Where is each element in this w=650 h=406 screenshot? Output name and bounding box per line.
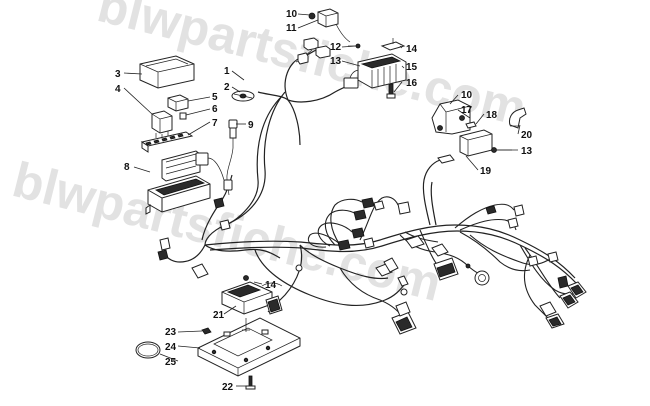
- callout-14-lower: 14: [265, 280, 277, 291]
- screw: [245, 375, 256, 390]
- callout-16: 16: [406, 78, 418, 89]
- relay: [151, 110, 173, 139]
- harness-branch: [454, 203, 515, 229]
- mini-relay: [167, 94, 189, 112]
- callout-1: 1: [224, 66, 230, 77]
- harness-branch: [204, 91, 286, 246]
- harness-branch: [422, 159, 441, 226]
- harness-branch: [317, 222, 353, 247]
- callout-23: 23: [165, 327, 177, 338]
- harness-branch: [524, 247, 561, 299]
- upper-connector-group: [295, 8, 407, 99]
- callout-2: 2: [224, 82, 230, 93]
- callout-21: 21: [213, 310, 225, 321]
- callout-14: 14: [406, 44, 418, 55]
- callout-22: 22: [222, 382, 234, 393]
- callout-24: 24: [165, 342, 177, 353]
- harness-trunk: [209, 230, 578, 285]
- harness-branch: [324, 209, 357, 246]
- callout-4: 4: [115, 84, 121, 95]
- harness-branch: [430, 181, 437, 226]
- callout-5: 5: [212, 92, 218, 103]
- callout-10: 10: [286, 9, 298, 20]
- harness-branch: [219, 95, 283, 229]
- callout-17: 17: [461, 105, 473, 116]
- callout-18: 18: [486, 110, 498, 121]
- harness-branch: [359, 196, 399, 241]
- fuse-block: [145, 150, 211, 215]
- callout-8: 8: [124, 162, 130, 173]
- fuse-box-cover: [139, 55, 195, 89]
- harness-branch: [330, 198, 363, 246]
- callout-6: 6: [212, 104, 218, 115]
- callout-19: 19: [480, 166, 492, 177]
- right-connector-cluster: [485, 204, 587, 329]
- center-connector-cluster: [295, 197, 490, 296]
- harness-branch: [459, 231, 531, 272]
- band-ring: [135, 341, 161, 359]
- callout-13-right: 13: [521, 146, 533, 157]
- harness-branch: [307, 232, 341, 248]
- fuse: [179, 112, 187, 120]
- harness-clamp: [231, 90, 255, 102]
- lower-center-connector: [383, 257, 417, 335]
- callout-10-right: 10: [461, 90, 473, 101]
- mounting-plate: [197, 317, 301, 377]
- callout-15: 15: [406, 62, 418, 73]
- callout-20: 20: [521, 130, 533, 141]
- right-bracket-group: [431, 99, 527, 164]
- harness-branch: [469, 234, 553, 266]
- harness-trunk: [204, 224, 576, 279]
- leader-lines: [123, 13, 521, 387]
- callout-12: 12: [330, 42, 342, 53]
- callout-25: 25: [165, 357, 177, 368]
- callout-3: 3: [115, 69, 121, 80]
- fuse-strip: [140, 131, 194, 153]
- callout-13: 13: [330, 56, 342, 67]
- pressure-switch: [195, 119, 238, 196]
- nut: [201, 327, 212, 335]
- left-connector-cluster: [157, 197, 231, 279]
- harness-branch: [254, 249, 405, 306]
- callout-7: 7: [212, 118, 218, 129]
- callout-11: 11: [286, 23, 297, 34]
- callout-9: 9: [248, 120, 254, 131]
- control-module: [221, 275, 283, 315]
- callout-labels: 1 2 3 4 5 6 7 8 9 10 11 12 13 14 15 16 1…: [115, 9, 533, 393]
